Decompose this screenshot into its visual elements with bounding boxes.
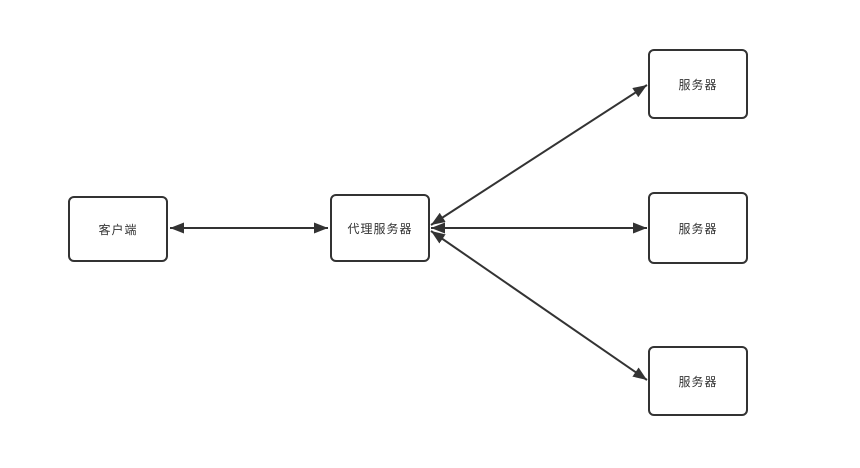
node-proxy-server: 代理服务器 <box>330 194 430 262</box>
node-server-middle-label: 服务器 <box>678 221 718 236</box>
node-client-label: 客户端 <box>98 222 138 237</box>
node-server-top-label: 服务器 <box>678 77 718 92</box>
edge-proxy-server-top <box>430 84 648 226</box>
node-server-middle: 服务器 <box>648 192 748 264</box>
node-client: 客户端 <box>68 196 168 262</box>
node-proxy-server-label: 代理服务器 <box>347 221 413 236</box>
node-server-top: 服务器 <box>648 49 748 119</box>
edge-proxy-server-bottom <box>430 230 648 381</box>
node-server-bottom-label: 服务器 <box>678 374 718 389</box>
node-server-bottom: 服务器 <box>648 346 748 416</box>
